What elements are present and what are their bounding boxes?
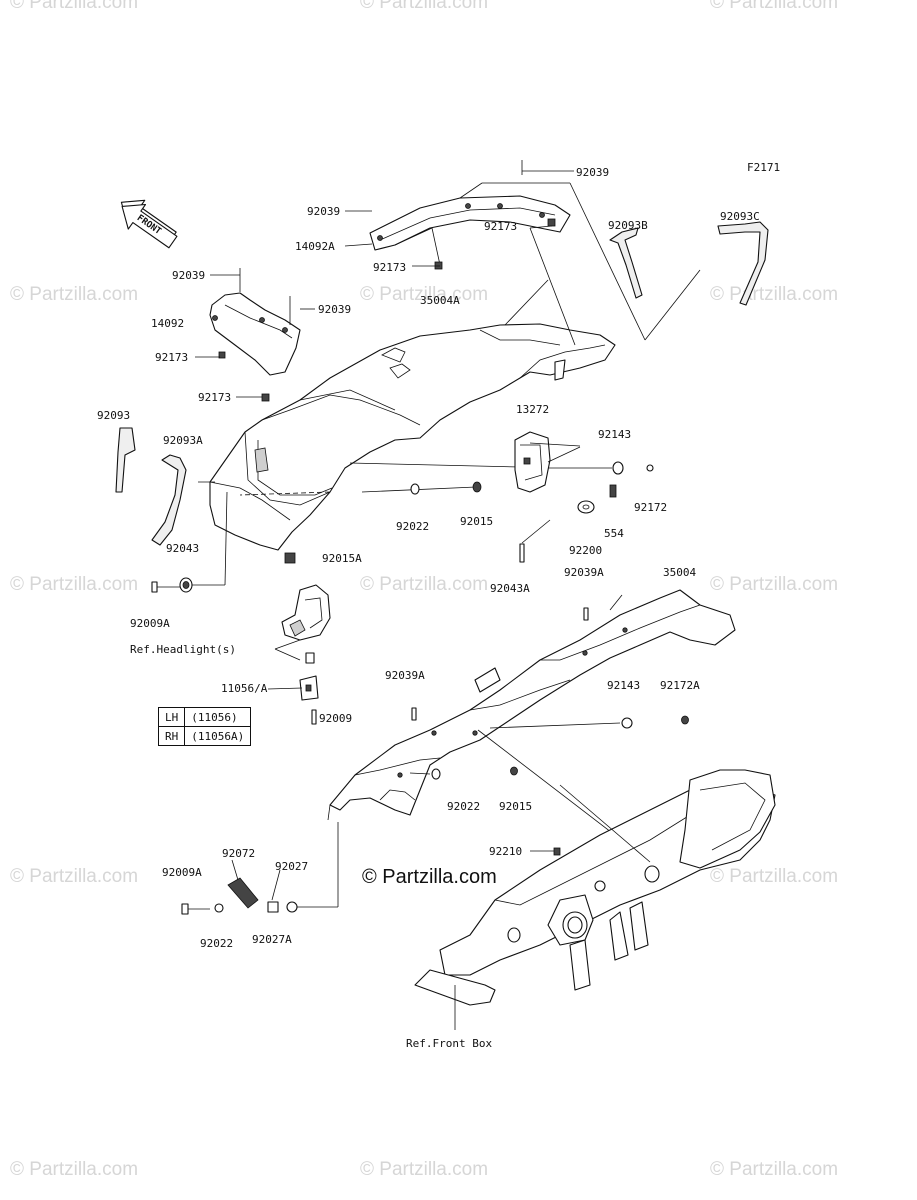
label-92093A: 92093A <box>163 434 203 447</box>
front-box <box>414 769 776 1030</box>
watermark-text: © Partzilla.com <box>10 574 138 595</box>
label-92043: 92043 <box>166 542 199 555</box>
label-554: 554 <box>604 527 624 540</box>
watermark-text: © Partzilla.com <box>710 284 838 305</box>
label-92039: 92039 <box>307 205 340 218</box>
trim-14092a <box>369 195 571 270</box>
label-92039: 92039 <box>172 269 205 282</box>
figure-code: F2171 <box>747 161 780 174</box>
watermark-text: © Partzilla.com <box>710 866 838 887</box>
watermark-text: © Partzilla.com <box>710 1159 838 1180</box>
bracket-13272 <box>284 431 654 564</box>
label-92200: 92200 <box>569 544 602 557</box>
callout-lines-upper <box>195 160 701 493</box>
watermark-text: © Partzilla.com <box>710 0 838 13</box>
label-35004: 35004 <box>663 566 696 579</box>
label-92009A: 92009A <box>162 866 202 879</box>
label-92027A: 92027A <box>252 933 292 946</box>
watermark-text: © Partzilla.com <box>710 574 838 595</box>
label-92173: 92173 <box>373 261 406 274</box>
label-92015: 92015 <box>499 800 532 813</box>
label-13272: 13272 <box>516 403 549 416</box>
label-92173: 92173 <box>155 351 188 364</box>
watermark-text: © Partzilla.com <box>10 284 138 305</box>
label-92173: 92173 <box>198 391 231 404</box>
label-92027: 92027 <box>275 860 308 873</box>
ref-front-box-label: Ref.Front Box <box>406 1037 492 1050</box>
watermark-text: © Partzilla.com <box>10 866 138 887</box>
label-92072: 92072 <box>222 847 255 860</box>
watermark-text: © Partzilla.com <box>10 0 138 13</box>
label-92093: 92093 <box>97 409 130 422</box>
label-92009: 92009 <box>319 712 352 725</box>
part-labels: 92039 92039 14092A 92173 92173 92093B 92… <box>97 166 760 1050</box>
table-row: LH (11056) <box>157 707 252 727</box>
grommet-92043 <box>151 491 228 593</box>
label-92039: 92039 <box>576 166 609 179</box>
center-watermark: © Partzilla.com <box>362 866 497 888</box>
label-92172A: 92172A <box>660 679 700 692</box>
weatherstrips <box>115 221 769 546</box>
lower-cowl-35004 <box>327 589 736 863</box>
label-92039: 92039 <box>318 303 351 316</box>
side-cell: LH <box>157 707 186 727</box>
watermark-text: © Partzilla.com <box>360 574 488 595</box>
label-92015A: 92015A <box>322 552 362 565</box>
watermark-text: © Partzilla.com <box>360 0 488 13</box>
label-92210: 92210 <box>489 845 522 858</box>
label-92009A: 92009A <box>130 617 170 630</box>
part-cell: (11056) <box>184 707 252 727</box>
label-92022: 92022 <box>447 800 480 813</box>
lh-rh-variant-table: LH (11056) RH (11056A) <box>157 707 252 746</box>
part-cell: (11056A) <box>184 726 252 746</box>
label-14092A: 14092A <box>295 240 335 253</box>
table-row: RH (11056A) <box>157 726 252 746</box>
headlight-bracket <box>267 584 331 725</box>
watermark-text: © Partzilla.com <box>360 1159 488 1180</box>
watermarks: © Partzilla.com © Partzilla.com © Partzi… <box>10 0 838 1180</box>
label-92043A: 92043A <box>490 582 530 595</box>
lower-hardware <box>181 822 339 915</box>
label-92173: 92173 <box>484 220 517 233</box>
label-92039A: 92039A <box>385 669 425 682</box>
ref-headlights-label: Ref.Headlight(s) <box>130 643 236 656</box>
label-92093C: 92093C <box>720 210 760 223</box>
upper-cowl-35004a <box>209 323 616 551</box>
side-cell: RH <box>157 726 186 746</box>
label-92022: 92022 <box>396 520 429 533</box>
label-92093B: 92093B <box>608 219 648 232</box>
watermark-text: © Partzilla.com <box>360 284 488 305</box>
label-14092: 14092 <box>151 317 184 330</box>
label-92172: 92172 <box>634 501 667 514</box>
label-92039A: 92039A <box>564 566 604 579</box>
watermark-text: © Partzilla.com <box>10 1159 138 1180</box>
label-92022: 92022 <box>200 937 233 950</box>
front-arrow-icon: FRONT <box>120 199 178 249</box>
label-11056A: 11056/A <box>221 682 268 695</box>
label-92015: 92015 <box>460 515 493 528</box>
trim-14092 <box>209 268 301 402</box>
label-92143: 92143 <box>607 679 640 692</box>
label-35004A: 35004A <box>420 294 460 307</box>
label-92143: 92143 <box>598 428 631 441</box>
